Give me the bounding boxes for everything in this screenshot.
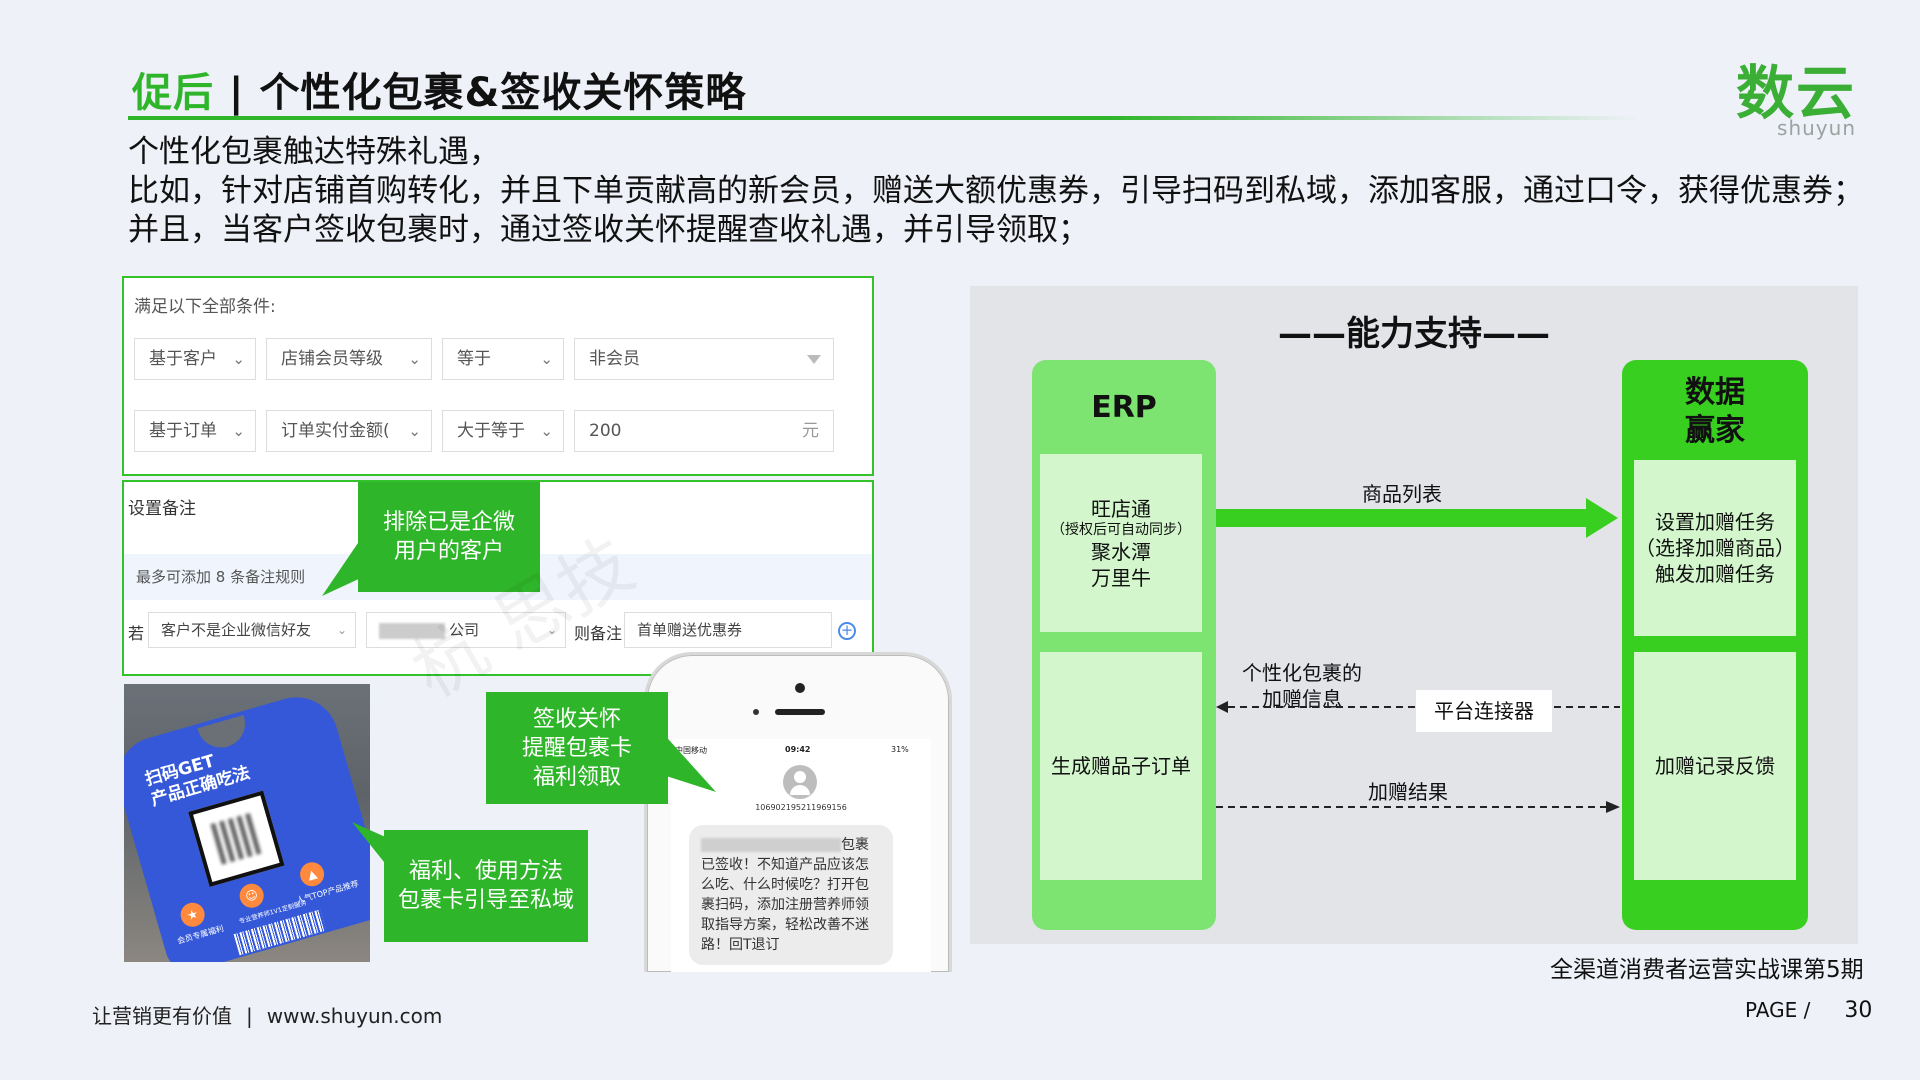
callout-card: 福利、使用方法 包裹卡引导至私域 [384,830,588,942]
shujuyingjia-column: 数据 赢家 设置加赠任务 （选择加赠商品） 触发加赠任务 加赠记录反馈 [1622,360,1808,930]
remarks-title: 设置备注 [128,499,196,519]
capability-diagram: ——能力支持—— ERP 旺店通 （授权后可自动同步） 聚水潭 万里牛 生成赠品… [970,286,1858,944]
select-dimension-1[interactable]: 基于客户⌄ [134,338,256,380]
footer-site-link[interactable]: www.shuyun.com [266,1004,443,1028]
package-card: 扫码GET 产品正确吃法 ★ ☺ ▲ 会员专属福利 专业营养师1V1定制服务 人… [124,687,370,962]
card-label-1: 会员专属福利 [176,923,225,946]
chevron-down-icon: ⌄ [546,623,557,637]
blurred-company [379,622,445,639]
unit-label: 元 [802,421,819,441]
remark-condition-select[interactable]: 客户不是企业微信好友⌄ [148,612,356,648]
select-operator-2[interactable]: 大于等于⌄ [442,410,564,452]
arrow-gift-info [1216,701,1620,713]
phone-screen: 中国移动 09:42 31% 10690219521196915​6 包裹已签收… [671,739,931,972]
title-underline [128,116,1638,120]
title-main: 个性化包裹&签收关怀策略 [259,70,747,116]
phone-camera [795,683,805,693]
arrow-product-list [1216,498,1618,538]
chevron-down-icon: ⌄ [540,350,553,368]
sj-box-feedback: 加赠记录反馈 [1634,652,1796,880]
select-dimension-2[interactable]: 基于订单⌄ [134,410,256,452]
caret-down-icon [807,355,821,364]
conditions-panel: 满足以下全部条件: 基于客户⌄ 店铺会员等级⌄ 等于⌄ 非会员 基于订单⌄ 订单… [122,276,874,476]
qr-code-icon [188,790,285,887]
slide-title: 促后 | 个性化包裹&签收关怀策略 [132,60,746,118]
remark-company-select[interactable]: 公司⌄ [366,612,566,648]
blurred-brand [701,838,841,852]
label-gift-result: 加赠结果 [1368,780,1448,804]
phone-mockup: 中国移动 09:42 31% 10690219521196915​6 包裹已签收… [644,652,952,972]
nutritionist-icon: ☺ [236,880,267,911]
add-rule-icon[interactable]: + [838,622,856,640]
course-name: 全渠道消费者运营实战课第5期 [1550,957,1864,983]
conditions-title: 满足以下全部条件: [134,297,276,317]
remark-value-input[interactable]: 首单赠送优惠券 [624,612,832,648]
top-product-icon: ▲ [297,859,327,890]
chevron-down-icon: ⌄ [336,623,347,637]
footer-slogan: 让营销更有价值|www.shuyun.com [92,1004,443,1028]
select-field-2[interactable]: 订单实付金额(⌄ [266,410,432,452]
chevron-down-icon: ⌄ [232,422,245,440]
callout-exclude: 排除已是企微 用户的客户 [358,482,540,592]
chevron-down-icon: ⌄ [408,422,421,440]
package-card-photo: 扫码GET 产品正确吃法 ★ ☺ ▲ 会员专属福利 专业营养师1V1定制服务 人… [124,684,370,962]
page-number: PAGE /30 [1745,998,1873,1023]
erp-head: ERP [1091,390,1157,425]
title-separator: | [214,70,260,116]
gift-icon: ★ [177,899,208,930]
chevron-down-icon: ⌄ [408,350,421,368]
erp-column: ERP 旺店通 （授权后可自动同步） 聚水潭 万里牛 生成赠品子订单 [1032,360,1216,930]
if-label: 若 [128,624,145,643]
erp-box-suborder: 生成赠品子订单 [1040,652,1202,880]
erp-box-platforms: 旺店通 （授权后可自动同步） 聚水潭 万里牛 [1040,454,1202,632]
sj-box-task: 设置加赠任务 （选择加赠商品） 触发加赠任务 [1634,460,1796,636]
platform-connector: 平台连接器 [1416,690,1552,732]
diagram-title: ——能力支持—— [1278,314,1550,354]
carrier-label: 中国移动 [675,746,707,755]
select-field-1[interactable]: 店铺会员等级⌄ [266,338,432,380]
clock-label: 09:42 [785,745,811,754]
logo-en: shuyun [1777,116,1856,140]
select-operator-1[interactable]: 等于⌄ [442,338,564,380]
intro-text: 个性化包裹触达特殊礼遇， 比如，针对店铺首购转化，并且下单贡献高的新会员，赠送大… [128,133,1864,250]
chevron-down-icon: ⌄ [540,422,553,440]
callout-sign-tail [660,730,716,792]
shuyun-logo: 数云 shuyun [1728,62,1856,140]
logo-cn: 数云 [1735,59,1856,127]
phone-speaker [775,709,825,715]
callout-exclude-tail [322,540,378,596]
callout-sign: 签收关怀 提醒包裹卡 福利领取 [486,692,668,804]
shujuyingjia-head: 数据 赢家 [1685,375,1745,448]
intro-line-2: 比如，针对店铺首购转化，并且下单贡献高的新会员，赠送大额优惠券，引导扫码到私域，… [128,173,1864,209]
select-value-1[interactable]: 非会员 [574,338,834,380]
sms-text: 裹已签收！不知道产品应该怎么吃、什么时候吃？打开包裹扫码，添加注册营养师领取指导… [701,837,869,953]
callout-card-tail [352,822,392,872]
then-label: 则备注 [574,624,623,643]
contact-avatar-icon [783,765,817,799]
label-product-list: 商品列表 [1362,482,1442,506]
intro-line-3: 并且，当客户签收包裹时，通过签收关怀提醒查收礼遇，并引导领取； [128,212,1089,248]
sms-bubble: 包裹已签收！不知道产品应该怎么吃、什么时候吃？打开包裹扫码，添加注册营养师领取指… [689,825,893,965]
intro-line-1: 个性化包裹触达特殊礼遇， [128,134,500,170]
arrow-gift-result [1216,801,1620,813]
sender-number: 10690219521196915​6 [755,803,847,812]
title-accent: 促后 [132,70,214,116]
chevron-down-icon: ⌄ [232,350,245,368]
battery-label: 31% [891,745,909,754]
